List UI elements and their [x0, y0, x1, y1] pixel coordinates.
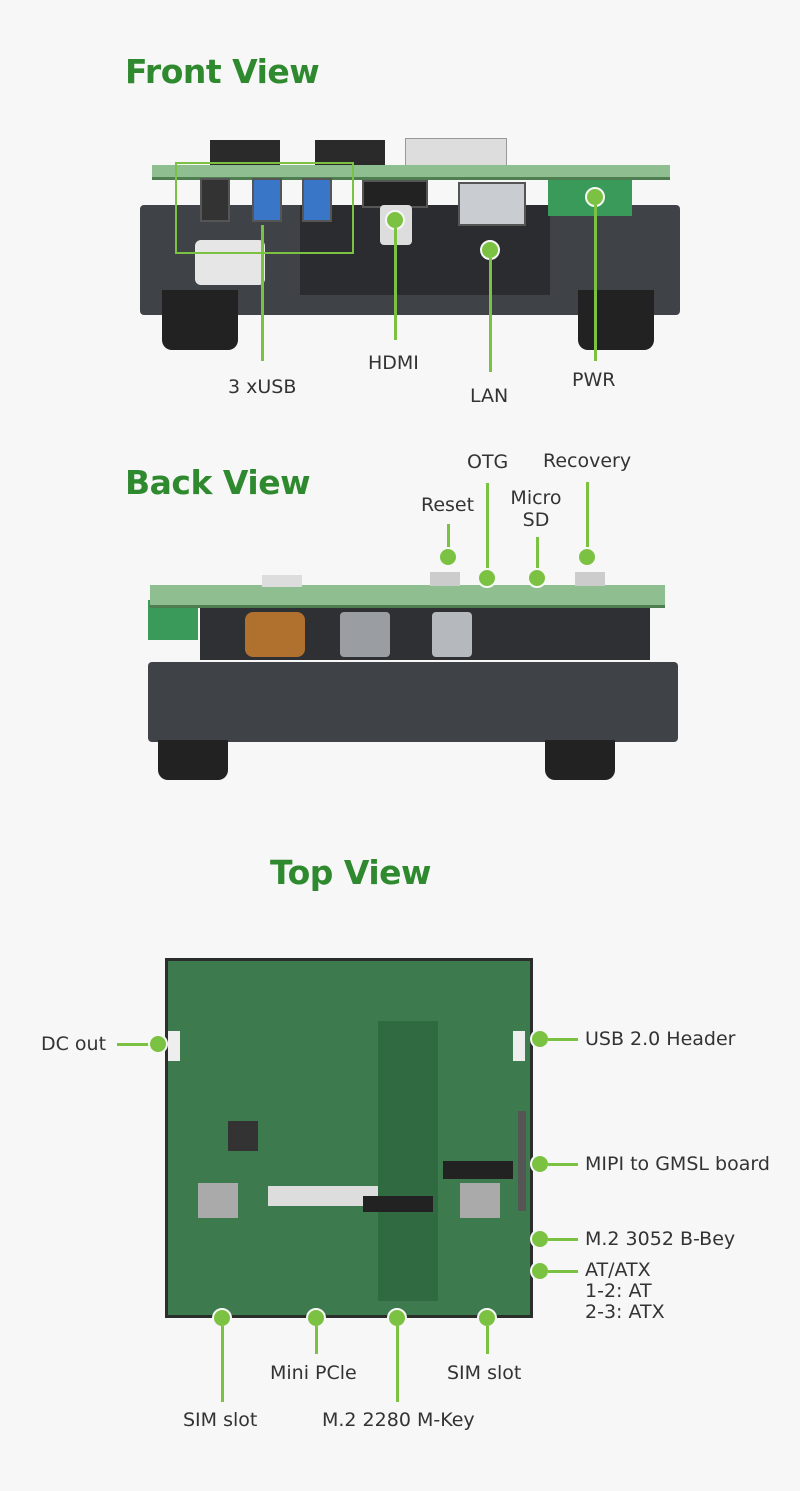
usb-header-marker	[530, 1029, 550, 1049]
sim-right-marker	[477, 1308, 497, 1328]
usb-leader-line	[261, 225, 264, 361]
mini-pcie-leader-line	[315, 1326, 318, 1354]
mini-pcie-label: Mini PCle	[270, 1362, 357, 1384]
at-atx-marker	[530, 1261, 550, 1281]
recovery-label: Recovery	[543, 450, 632, 472]
m2-2280-label: M.2 2280 M-Key	[322, 1409, 475, 1431]
hdmi-label: HDMI	[368, 352, 419, 374]
sim-right-label: SIM slot	[447, 1362, 522, 1384]
top-view-title: Top View	[270, 853, 432, 892]
top-board-image	[165, 958, 533, 1318]
dc-out-label: DC out	[41, 1033, 107, 1055]
usb-header-leader-line	[548, 1038, 578, 1041]
sim-right-leader-line	[486, 1326, 489, 1354]
mipi-leader-line	[548, 1163, 578, 1166]
usb-label: 3 xUSB	[228, 376, 297, 398]
m2-3052-label: M.2 3052 B-Bey	[585, 1228, 736, 1250]
sim-left-leader-line	[221, 1326, 224, 1402]
m2-2280-marker	[387, 1308, 407, 1328]
lan-leader-line	[489, 258, 492, 372]
otg-label: OTG	[467, 451, 509, 473]
mipi-marker	[530, 1154, 550, 1174]
recovery-leader-line	[586, 482, 589, 550]
dc-out-marker	[148, 1034, 168, 1054]
recovery-marker	[577, 547, 597, 567]
hdmi-leader-line	[394, 228, 397, 340]
at-atx-label: AT/ATX 1-2: AT 2-3: ATX	[585, 1259, 665, 1323]
dc-out-leader-line	[117, 1043, 153, 1046]
reset-leader-line	[447, 524, 450, 552]
pwr-label: PWR	[572, 369, 616, 391]
lan-marker	[480, 240, 500, 260]
pwr-leader-line	[594, 205, 597, 361]
micro-sd-leader-line	[536, 537, 539, 571]
front-view-title: Front View	[125, 52, 320, 91]
pwr-marker	[585, 187, 605, 207]
lan-label: LAN	[470, 385, 509, 407]
usb-header-label: USB 2.0 Header	[585, 1028, 736, 1050]
mini-pcie-marker	[306, 1308, 326, 1328]
at-atx-leader-line	[548, 1270, 578, 1273]
mipi-label: MIPI to GMSL board	[585, 1153, 770, 1175]
m2-3052-leader-line	[548, 1238, 578, 1241]
sim-left-label: SIM slot	[183, 1409, 258, 1431]
m2-3052-marker	[530, 1229, 550, 1249]
sim-left-marker	[212, 1308, 232, 1328]
reset-marker	[438, 547, 458, 567]
otg-marker	[477, 568, 497, 588]
m2-2280-leader-line	[396, 1326, 399, 1402]
back-view-title: Back View	[125, 463, 311, 502]
reset-label: Reset	[421, 494, 475, 516]
micro-sd-marker	[527, 568, 547, 588]
otg-leader-line	[486, 483, 489, 571]
hdmi-marker	[385, 210, 405, 230]
